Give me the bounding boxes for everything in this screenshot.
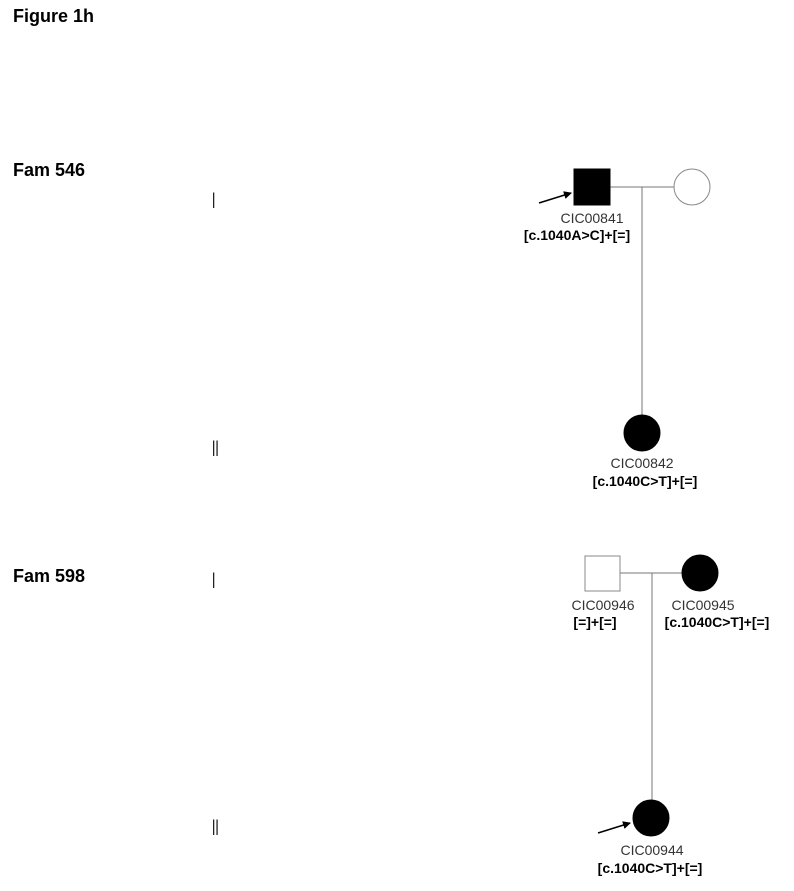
female-affected-symbol-CIC00842 — [623, 414, 661, 452]
male-unaffected-symbol-CIC00946 — [584, 555, 621, 592]
family-label-598: Fam 598 — [13, 566, 86, 586]
individual-id-CIC00841: CIC00841 — [560, 210, 624, 226]
generation-label-II-598: II — [212, 815, 219, 840]
figure-title: Figure 1h — [13, 6, 95, 26]
genotype-CIC00946: [=]+[=] — [573, 614, 617, 630]
genotype-CIC00944: [c.1040C>T]+[=] — [597, 860, 703, 876]
individual-id-CIC00842: CIC00842 — [610, 455, 674, 471]
proband-arrow-icon — [597, 821, 631, 834]
individual-id-CIC00944: CIC00944 — [620, 842, 684, 858]
generation-label-I-598: I — [212, 568, 216, 593]
male-affected-symbol-CIC00841 — [573, 168, 611, 206]
generation-label-I-546: I — [212, 188, 216, 213]
individual-id-CIC00945: CIC00945 — [671, 597, 735, 613]
genotype-CIC00945: [c.1040C>T]+[=] — [664, 614, 770, 630]
family-label-546: Fam 546 — [13, 160, 86, 180]
female-unaffected-symbol — [673, 168, 711, 206]
female-affected-symbol-CIC00945 — [681, 554, 719, 592]
proband-arrow-icon — [538, 191, 572, 204]
female-affected-symbol-CIC00944 — [632, 799, 670, 837]
generation-label-II-546: II — [212, 436, 219, 461]
genotype-CIC00841: [c.1040A>C]+[=] — [523, 227, 631, 243]
individual-id-CIC00946: CIC00946 — [571, 597, 635, 613]
genotype-CIC00842: [c.1040C>T]+[=] — [592, 473, 698, 489]
